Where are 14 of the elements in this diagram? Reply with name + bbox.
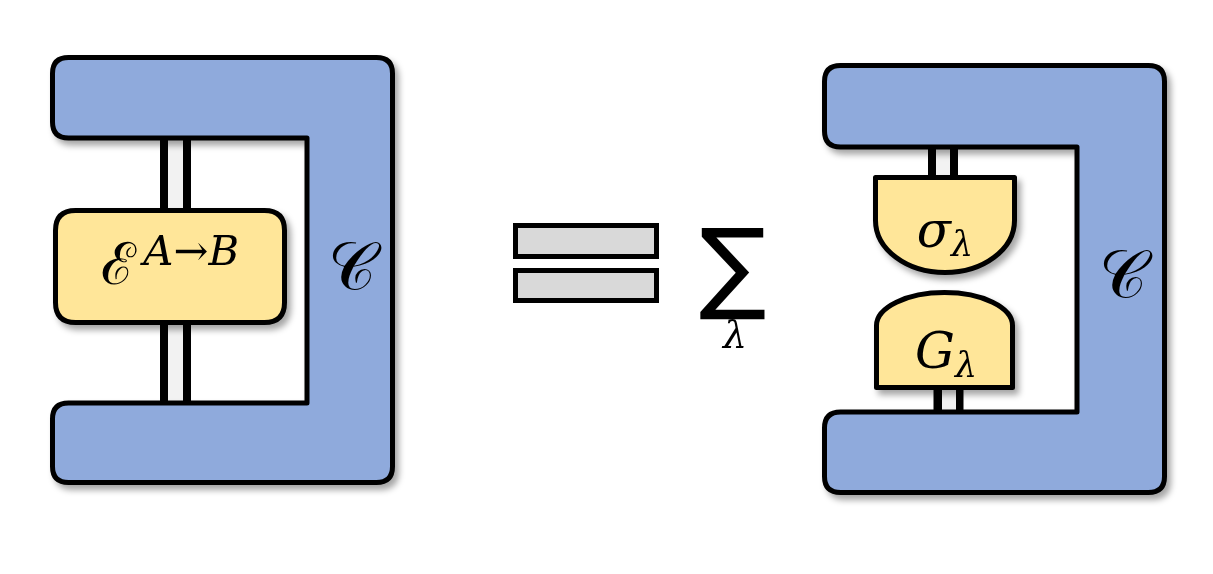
comb-bracket [50, 55, 395, 485]
measurement-block [874, 290, 1015, 390]
double-wire [160, 325, 191, 403]
math-label: ℰ$^{A→B}$ [99, 226, 241, 300]
math-label: G$_{λ}$ [913, 321, 979, 385]
state-preparation-block [873, 175, 1017, 275]
comb-bracket [822, 63, 1167, 495]
double-wire [933, 390, 964, 412]
process-box [53, 208, 287, 325]
math-label: σ$_{λ}$ [915, 200, 975, 264]
math-label: 𝒞 [1084, 231, 1162, 319]
math-label: 𝒞 [313, 223, 391, 311]
double-wire [160, 138, 191, 208]
double-wire [928, 147, 958, 175]
